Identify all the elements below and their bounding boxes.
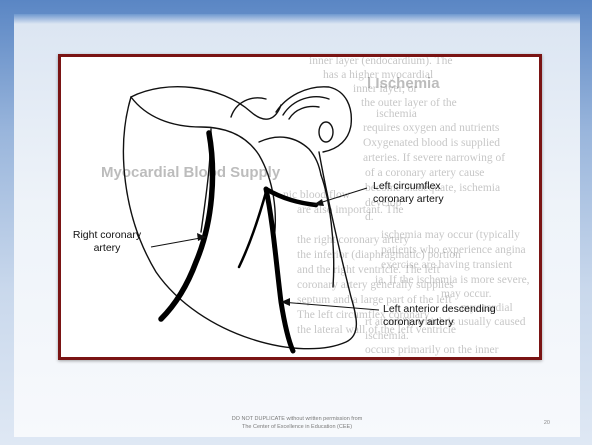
right-coronary-label: Right coronary artery bbox=[65, 229, 149, 254]
heart-outline bbox=[123, 87, 356, 349]
footer-line-1: DO NOT DUPLICATE without written permiss… bbox=[14, 416, 580, 424]
label-leader-lines bbox=[151, 188, 379, 310]
copyright-footer: DO NOT DUPLICATE without written permiss… bbox=[14, 416, 580, 431]
slide: inner layer (endocardium). The has a hig… bbox=[14, 14, 580, 437]
right-coronary-artery bbox=[161, 133, 213, 319]
coronary-arteries bbox=[161, 133, 316, 351]
footer-line-2: The Center of Excellence in Education (C… bbox=[14, 424, 580, 432]
left-circumflex-label: Left circumflex coronary artery bbox=[373, 180, 483, 205]
label-arrowheads bbox=[197, 199, 324, 306]
slide-number: 20 bbox=[544, 420, 550, 426]
left-anterior-descending-label: Left anterior descending coronary artery bbox=[383, 303, 523, 328]
slide-top-band bbox=[14, 14, 580, 24]
heart-diagram-frame: inner layer (endocardium). The has a hig… bbox=[58, 54, 542, 360]
left-anterior-descending-artery bbox=[266, 189, 293, 351]
